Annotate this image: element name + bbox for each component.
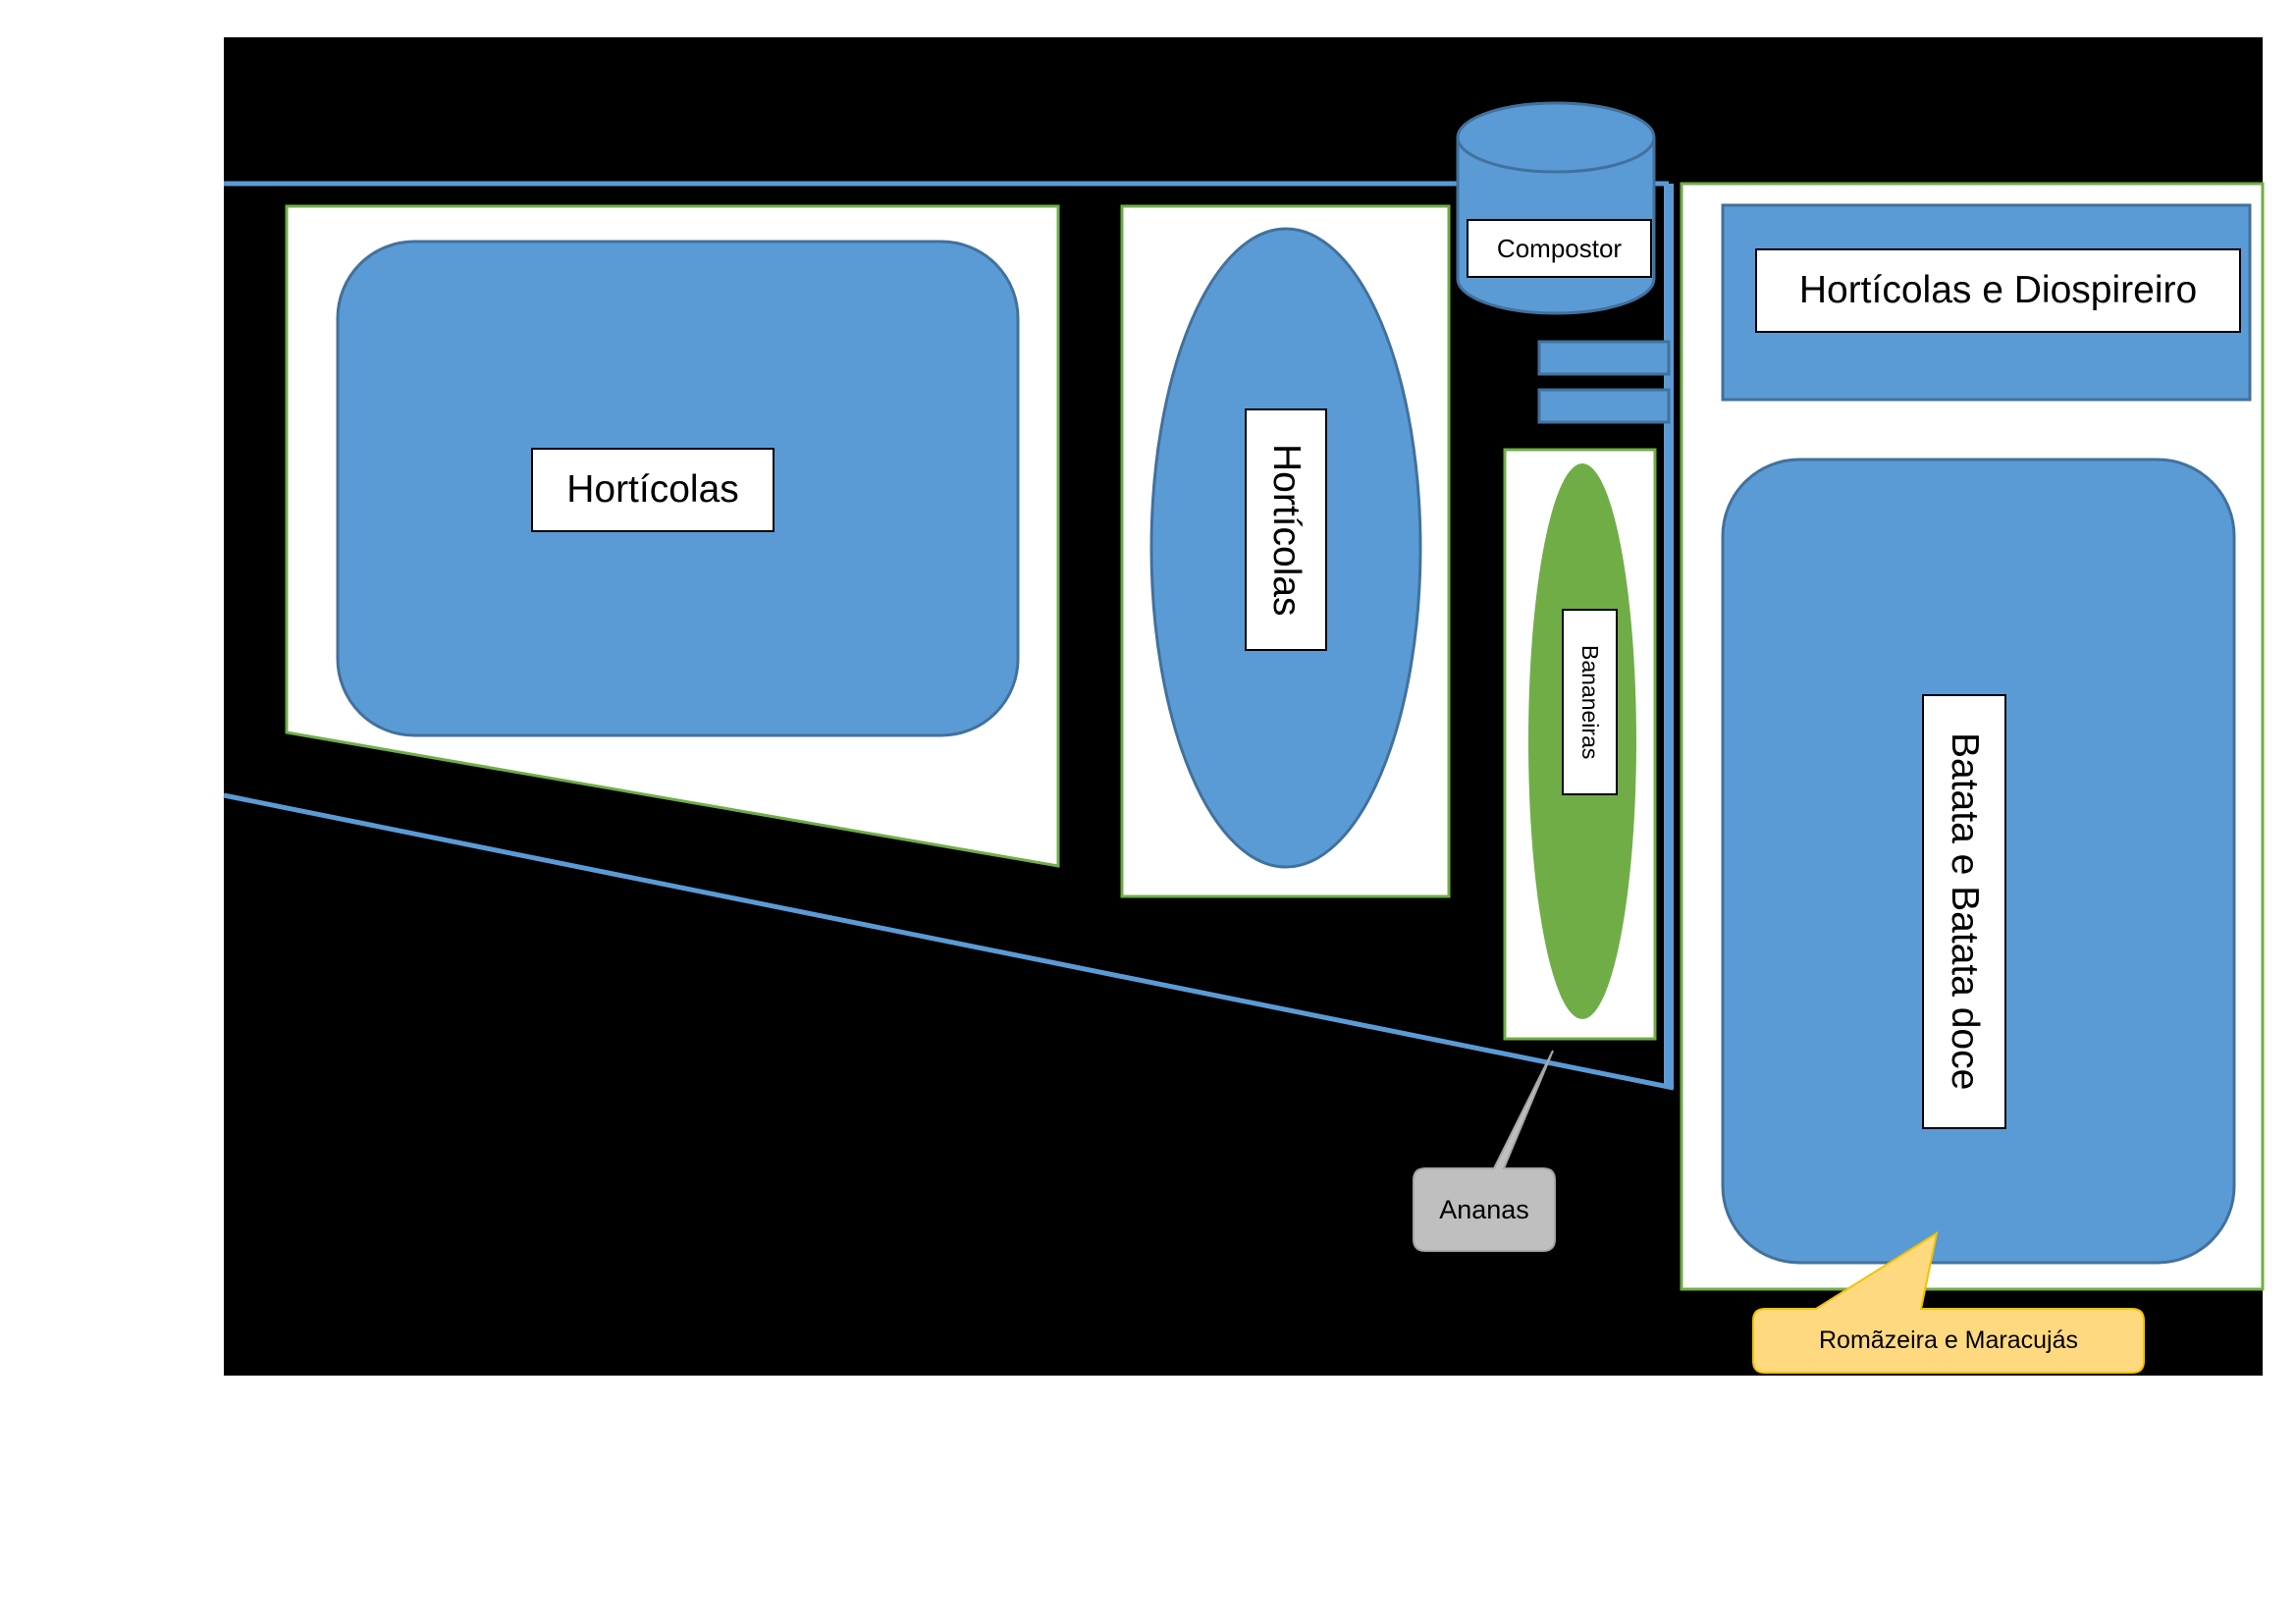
compostor-top — [1456, 101, 1656, 174]
small-bed-2 — [1537, 388, 1671, 424]
small-bed-1 — [1537, 340, 1671, 376]
horticolas-diospireiro-label: Hortícolas e Diospireiro — [1755, 248, 2241, 333]
diagonal-boundary-line — [223, 792, 1675, 1091]
left-horticolas-label: Hortícolas — [531, 448, 774, 532]
ananas-label: Ananas — [1439, 1194, 1529, 1224]
ananas-callout — [1413, 1050, 1556, 1252]
romazeira-label: Romãzeira e Maracujás — [1819, 1326, 2078, 1354]
compostor-label: Compostor — [1467, 219, 1652, 278]
romazeira-callout — [1752, 1230, 2145, 1374]
batata-label: Batata e Batata doce — [1922, 694, 2006, 1129]
bananeiras-label: Bananeiras — [1562, 609, 1618, 795]
middle-horticolas-label: Hortícolas — [1245, 408, 1327, 651]
